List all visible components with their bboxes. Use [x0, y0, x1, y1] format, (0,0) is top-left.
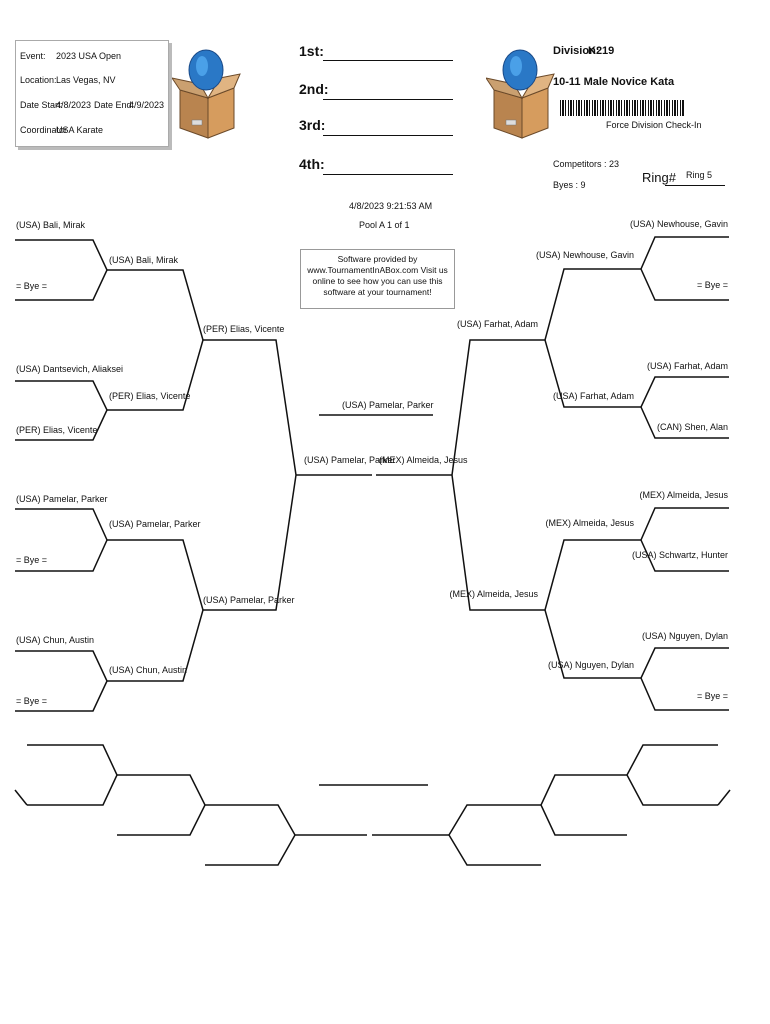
left-r2-competitor-1: (USA) Bali, Mirak — [109, 255, 179, 265]
right-r1-competitor-7: (USA) Nguyen, Dylan — [641, 631, 728, 641]
division-name: 10-11 Male Novice Kata — [553, 76, 675, 88]
date-end-value: 4/9/2023 — [129, 100, 165, 110]
box-logo-icon — [172, 49, 241, 139]
event-info-box: Event: 2023 USA Open Location: Las Vegas… — [15, 40, 169, 147]
empty-right-r1-match — [626, 744, 718, 806]
right-r3-match — [451, 339, 545, 611]
date-end-label: Date End: — [94, 100, 135, 110]
right-r2-competitor-2: (USA) Farhat, Adam — [552, 391, 634, 401]
left-r2-competitor-3: (USA) Pamelar, Parker — [109, 519, 201, 529]
ring-label: Ring# — [642, 170, 676, 185]
date-start-value: 4/8/2023 — [56, 100, 92, 110]
right-r2-competitor-1: (USA) Newhouse, Gavin — [535, 250, 634, 260]
division-code: K219 — [588, 45, 615, 57]
division-label: Division: — [553, 45, 600, 57]
fourth-place-line — [323, 174, 453, 175]
empty-right-r2-match — [540, 774, 627, 836]
right-r2-match-1 — [544, 268, 641, 408]
right-r1-competitor-8: = Bye = — [696, 691, 728, 701]
left-r1-competitor-7: (USA) Chun, Austin — [16, 635, 95, 645]
first-place-line — [323, 60, 453, 61]
coordinator-value: USA Karate — [56, 125, 104, 135]
second-place-label: 2nd: — [299, 81, 329, 97]
empty-left-r2-match — [117, 774, 206, 836]
left-r2-match-2 — [107, 539, 204, 682]
event-label: Event: — [20, 51, 46, 61]
left-r1-competitor-6: = Bye = — [16, 555, 48, 565]
left-r1-competitor-2: = Bye = — [16, 281, 48, 291]
empty-right-r3-match — [448, 804, 541, 866]
first-place-label: 1st: — [299, 43, 324, 59]
right-r2-competitor-3: (MEX) Almeida, Jesus — [545, 518, 634, 528]
left-r2-match-1 — [107, 269, 204, 411]
right-r2-competitor-4: (USA) Nguyen, Dylan — [547, 660, 634, 670]
software-promo: Software provided by www.TournamentInABo… — [300, 249, 455, 309]
third-place-label: 3rd: — [299, 117, 326, 133]
champion-name: (USA) Pamelar, Parker — [342, 400, 434, 410]
empty-right-stub — [717, 789, 731, 806]
left-r1-competitor-3: (USA) Dantsevich, Aliaksei — [16, 364, 124, 374]
right-r1-competitor-6: (USA) Schwartz, Hunter — [631, 550, 728, 560]
right-r1-competitor-4: (CAN) Shen, Alan — [656, 422, 728, 432]
checkin-label: Force Division Check-In — [606, 120, 702, 130]
fourth-place-label: 4th: — [299, 156, 325, 172]
right-r1-competitor-3: (USA) Farhat, Adam — [646, 361, 728, 371]
competitors-count: Competitors : 23 — [553, 159, 620, 169]
date-start-label: Date Start: — [20, 100, 64, 110]
left-r1-competitor-1: (USA) Bali, Mirak — [16, 220, 86, 230]
left-r2-competitor-2: (PER) Elias, Vicente — [109, 391, 191, 401]
second-place-line — [323, 99, 453, 100]
pool-label: Pool A 1 of 1 — [359, 220, 410, 230]
left-r2-competitor-4: (USA) Chun, Austin — [109, 665, 188, 675]
empty-left-r3-match — [205, 804, 296, 866]
ring-underline — [665, 185, 725, 186]
box-logo-icon-right — [486, 49, 555, 139]
left-r3-competitor-1: (PER) Elias, Vicente — [203, 324, 285, 334]
event-value: 2023 USA Open — [56, 51, 122, 61]
ring-value: Ring 5 — [686, 170, 713, 180]
right-r1-competitor-5: (MEX) Almeida, Jesus — [639, 490, 728, 500]
third-place-line — [323, 135, 453, 136]
right-finalist: (MEX) Almeida, Jesus — [379, 455, 468, 465]
location-value: Las Vegas, NV — [56, 75, 116, 85]
division-barcode — [560, 100, 685, 116]
left-r3-match — [203, 339, 297, 611]
right-r1-competitor-1: (USA) Newhouse, Gavin — [629, 219, 728, 229]
left-finalist: (USA) Pamelar, Parker — [304, 455, 396, 465]
location-label: Location: — [20, 75, 57, 85]
left-r1-competitor-8: = Bye = — [16, 696, 48, 706]
right-r3-competitor-2: (MEX) Almeida, Jesus — [449, 589, 538, 599]
coordinator-label: Coordinator — [20, 125, 68, 135]
right-r3-competitor-1: (USA) Farhat, Adam — [456, 319, 538, 329]
left-r1-competitor-4: (PER) Elias, Vicente — [16, 425, 98, 435]
byes-count: Byes : 9 — [553, 180, 586, 190]
right-r1-competitor-2: = Bye = — [696, 280, 728, 290]
right-r1-match-3 — [640, 507, 729, 572]
timestamp: 4/8/2023 9:21:53 AM — [349, 201, 433, 211]
left-r3-competitor-2: (USA) Pamelar, Parker — [203, 595, 295, 605]
left-r1-competitor-5: (USA) Pamelar, Parker — [16, 494, 108, 504]
empty-left-r1-match — [27, 744, 118, 806]
right-r2-match-2 — [544, 539, 641, 679]
empty-left-stub — [14, 789, 28, 806]
